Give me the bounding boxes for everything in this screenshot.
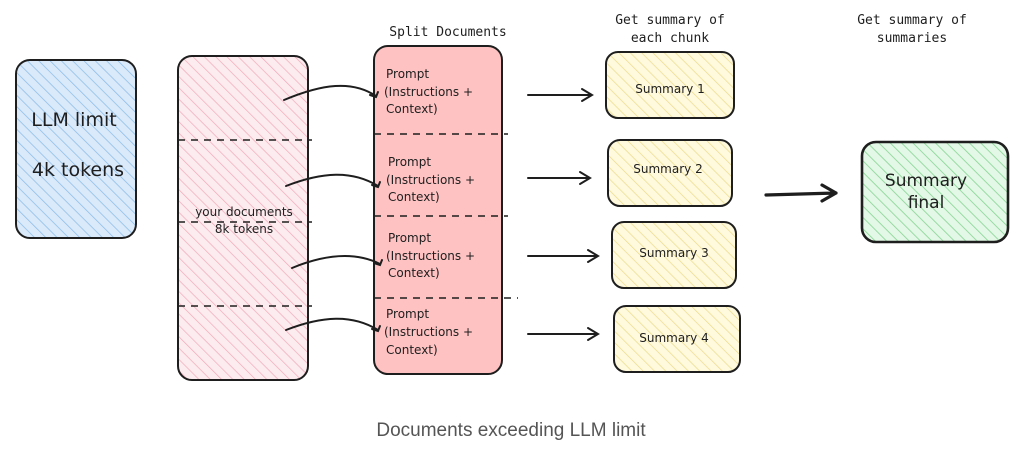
chunk-arrow-4 <box>285 317 379 331</box>
llm-limit-label: LLM limit <box>31 109 116 131</box>
prompt-instructions: (Instructions + <box>386 249 475 263</box>
prompt-title: Prompt <box>386 307 429 321</box>
prompt-title: Prompt <box>388 155 431 169</box>
llm-limit-tokens: 4k tokens <box>32 159 124 181</box>
documents-tokens: 8k tokens <box>215 222 273 236</box>
prompt-instructions: (Instructions + <box>384 85 473 99</box>
summary-arrows <box>527 88 600 341</box>
summary-label: Summary 1 <box>635 82 704 96</box>
split-documents-box: Prompt (Instructions + Context) Prompt (… <box>373 45 518 375</box>
chunk-arrows <box>283 84 383 333</box>
chunk-summary-header-line2: each chunk <box>631 31 709 46</box>
chunk-arrow-2-head <box>371 181 381 189</box>
llm-limit-box: LLM limit 4k tokens <box>15 59 137 239</box>
prompt-context: Context) <box>386 102 438 116</box>
chunk-arrow-4-head <box>371 325 381 333</box>
chunk-arrow-1 <box>283 84 377 101</box>
final-header-line2: summaries <box>877 31 947 46</box>
summary-arrow-4 <box>527 327 600 341</box>
summary-label: Summary 3 <box>639 246 708 260</box>
documents-box: your documents 8k tokens <box>177 55 312 381</box>
split-documents-header: Split Documents <box>389 25 506 40</box>
prompt-context: Context) <box>388 266 440 280</box>
final-summary-box: Summary final <box>860 140 1010 244</box>
chunk-arrow-1-head <box>369 91 379 99</box>
prompt-instructions: (Instructions + <box>386 173 475 187</box>
prompt-context: Context) <box>388 190 440 204</box>
documents-label: your documents <box>195 205 293 219</box>
final-arrow <box>764 183 838 203</box>
summary-box-3: Summary 3 <box>611 221 737 289</box>
prompt-instructions: (Instructions + <box>384 325 473 339</box>
summary-label: Summary 2 <box>633 162 702 176</box>
summary-box-1: Summary 1 <box>605 51 735 119</box>
chunk-arrow-3 <box>291 255 381 269</box>
prompt-context: Context) <box>386 343 438 357</box>
chunk-arrow-2 <box>285 173 379 187</box>
summary-arrow-3 <box>527 249 600 263</box>
figure-caption: Documents exceeding LLM limit <box>376 420 646 441</box>
prompt-chunk-3: Prompt (Instructions + Context) <box>386 231 475 280</box>
summary-label: Summary 4 <box>639 331 708 345</box>
summary-box-4: Summary 4 <box>613 305 741 373</box>
summary-arrow-1 <box>527 88 594 102</box>
chunk-summary-header-line1: Get summary of <box>615 13 725 28</box>
final-summary-line2: final <box>908 193 945 213</box>
prompt-chunk-1: Prompt (Instructions + Context) <box>384 67 473 116</box>
summary-arrow-2 <box>527 171 592 185</box>
final-summary-line1: Summary <box>885 171 967 191</box>
prompt-title: Prompt <box>388 231 431 245</box>
final-header-line1: Get summary of <box>857 13 967 28</box>
summary-box-2: Summary 2 <box>607 139 733 207</box>
chunk-arrow-3-head <box>373 259 383 267</box>
prompt-title: Prompt <box>386 67 429 81</box>
prompt-chunk-4: Prompt (Instructions + Context) <box>384 307 473 357</box>
prompt-chunk-2: Prompt (Instructions + Context) <box>386 155 475 204</box>
